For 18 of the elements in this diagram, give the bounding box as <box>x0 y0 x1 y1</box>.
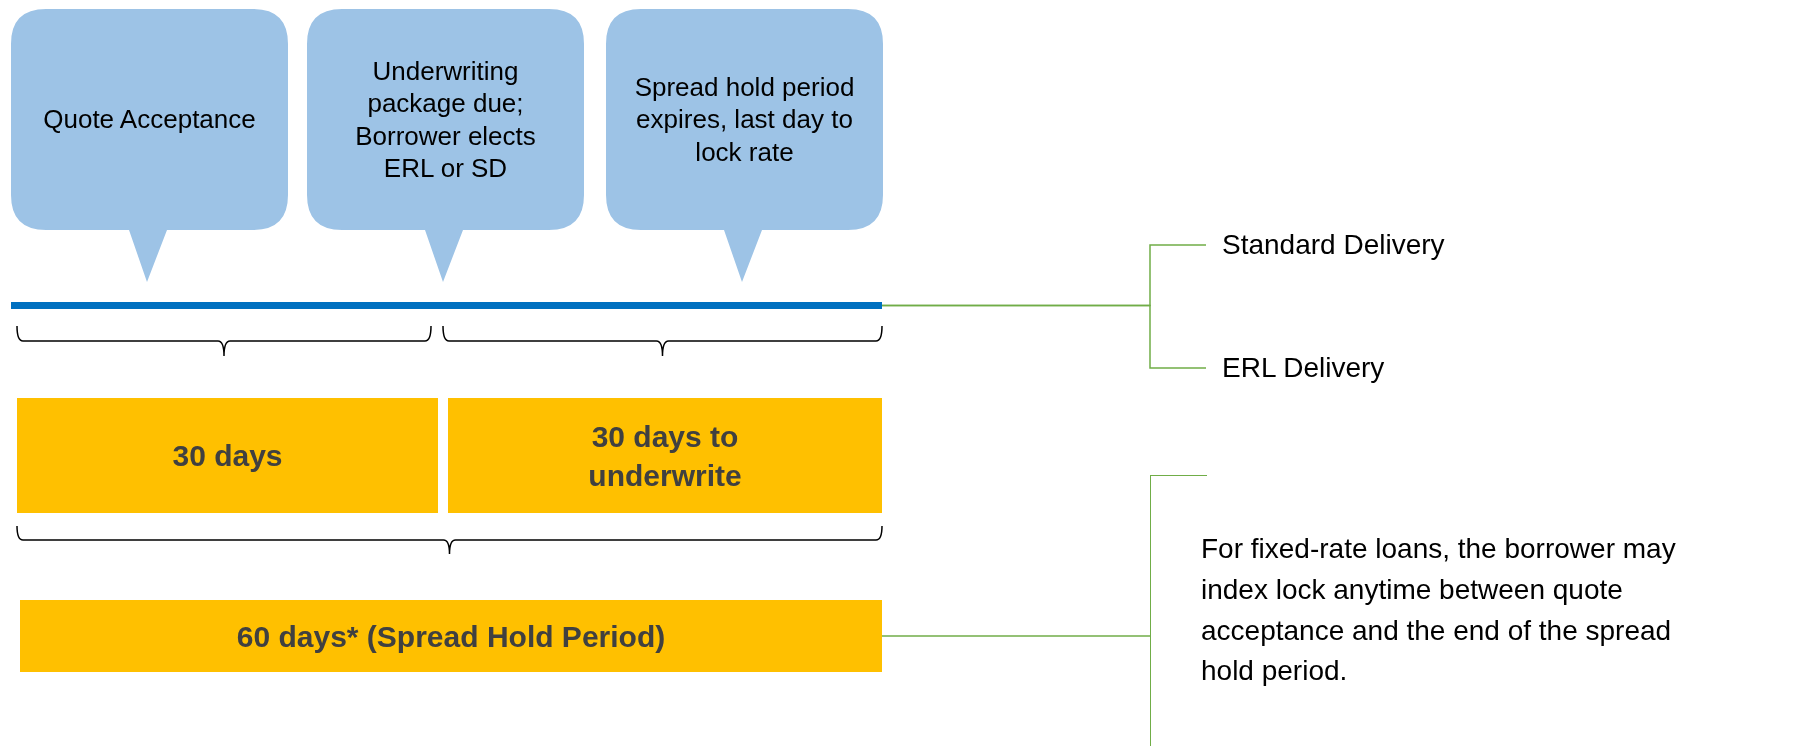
callout-text: Quote Acceptance <box>42 103 257 137</box>
callout-text: Underwriting package due; Borrower elects ERL or SD <box>354 54 537 185</box>
speech-callout <box>307 9 584 282</box>
branch-label: ERL Delivery <box>1206 345 1606 391</box>
callout-text: Spread hold period expires, last day to lock rate <box>633 70 856 169</box>
timeline-bar <box>11 302 882 309</box>
period-text: 60 days* (Spread Hold Period) <box>236 618 666 655</box>
speech-callout <box>11 9 288 282</box>
connector-line <box>881 304 1207 369</box>
period-block <box>448 398 882 513</box>
period-text: 30 days to underwrite <box>587 418 743 494</box>
period-text: 30 days <box>172 438 283 474</box>
connector-line <box>881 635 1151 637</box>
speech-callout <box>606 9 883 282</box>
period-block <box>20 600 882 672</box>
branch-label: Standard Delivery <box>1206 222 1606 268</box>
period-block <box>17 398 438 513</box>
note-text: For fixed-rate loans, the borrower may index lock anytime between quote acceptance and the end of the spread hold period. <box>1201 532 1677 689</box>
